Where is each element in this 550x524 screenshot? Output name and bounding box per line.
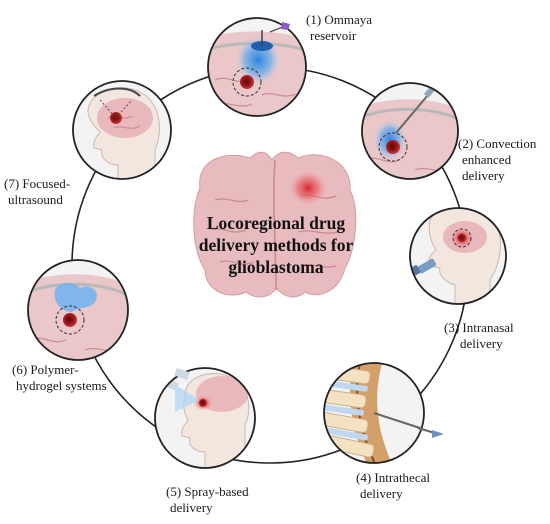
label-intrathecal: (4) Intrathecal delivery	[356, 470, 430, 502]
label-intranasal: (3) Intranasal delivery	[444, 320, 514, 352]
label-line: (3) Intranasal	[444, 320, 514, 335]
diagram-title: Locoregional drug delivery methods for g…	[176, 212, 376, 278]
diagram-title-line-3: glioblastoma	[228, 257, 324, 277]
diagram-title-line-1: Locoregional drug	[206, 213, 346, 233]
center-brain-icon	[193, 151, 357, 298]
label-convection-enhanced: (2) Convection enhanced delivery	[458, 136, 536, 184]
label-line: reservoir	[310, 28, 357, 43]
label-line: delivery	[462, 168, 505, 183]
polymer-hydrogel-illustration	[27, 259, 129, 361]
label-ommaya-reservoir: (1) Ommaya reservoir	[306, 12, 372, 44]
intranasal-delivery-illustration	[409, 207, 507, 305]
spray-based-delivery-illustration	[154, 367, 256, 469]
convection-enhanced-delivery-illustration	[361, 82, 459, 180]
label-line: (6) Polymer-	[12, 362, 79, 377]
ommaya-reservoir-illustration	[207, 17, 307, 117]
label-line: delivery	[460, 336, 503, 351]
label-spray-based: (5) Spray-based delivery	[166, 484, 249, 516]
label-line: (1) Ommaya	[306, 12, 373, 27]
label-polymer-hydrogel: (6) Polymer- hydrogel systems	[12, 362, 107, 394]
label-line: enhanced	[462, 152, 512, 167]
focused-ultrasound-illustration	[72, 80, 172, 180]
label-line: ultrasound	[8, 192, 63, 207]
label-line: (5) Spray-based	[166, 484, 249, 499]
label-line: hydrogel systems	[16, 378, 107, 393]
label-line: (2) Convection	[458, 136, 537, 151]
label-line: (7) Focused-	[4, 176, 71, 191]
diagram-title-line-2: delivery methods for	[198, 235, 354, 255]
label-line: delivery	[170, 500, 213, 515]
label-line: delivery	[360, 486, 403, 501]
label-line: (4) Intrathecal	[356, 470, 430, 485]
intrathecal-delivery-illustration	[323, 362, 444, 464]
label-focused-ultrasound: (7) Focused- ultrasound	[4, 176, 70, 208]
